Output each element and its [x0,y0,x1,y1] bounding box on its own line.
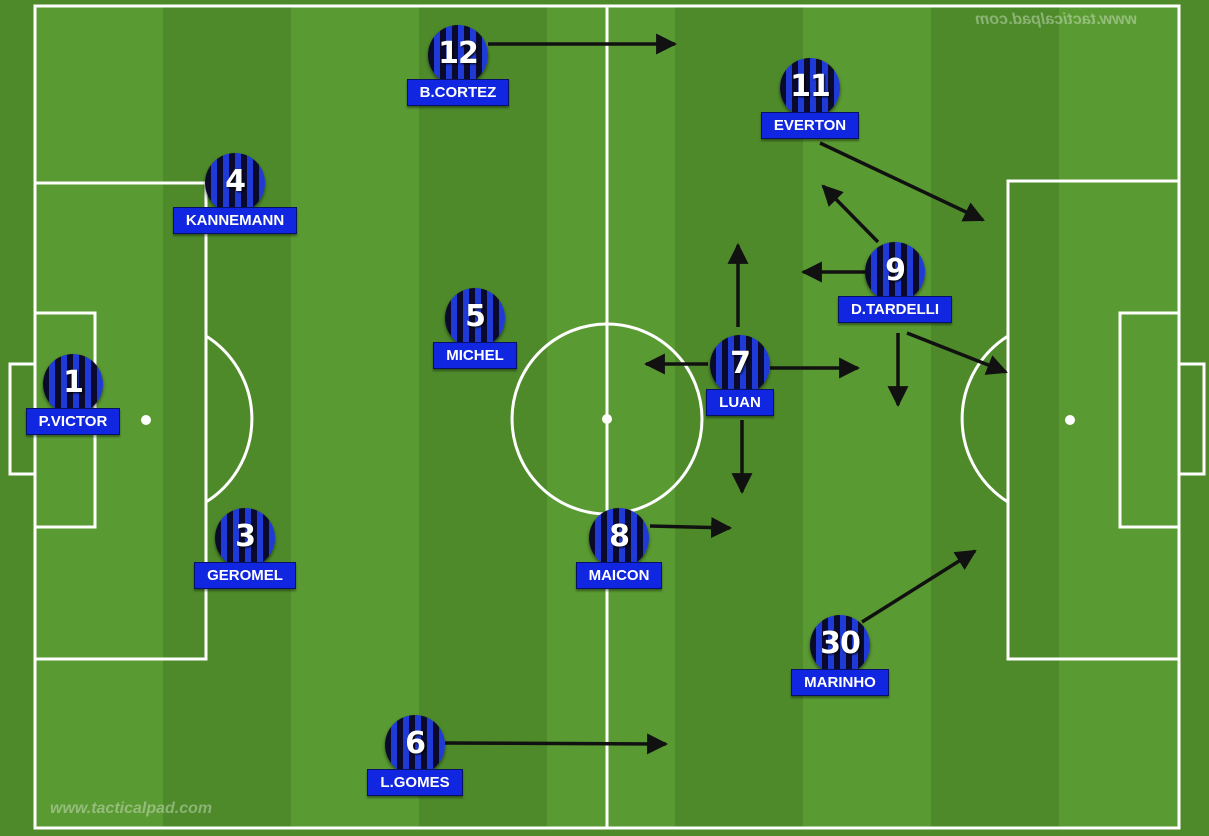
player-name-label: GEROMEL [194,562,296,589]
player-name-label: B.CORTEZ [407,79,510,106]
player-kit-icon: 30 [810,615,870,675]
player-4[interactable]: 4 KANNEMANN [165,153,305,240]
player-number: 30 [810,615,870,673]
player-kit-icon: 11 [780,58,840,118]
player-9[interactable]: 9 D.TARDELLI [825,242,965,329]
player-number: 4 [205,153,265,211]
player-7[interactable]: 7 LUAN [670,335,810,422]
player-name-label: D.TARDELLI [838,296,952,323]
player-number: 1 [43,354,103,412]
player-5[interactable]: 5 MICHEL [405,288,545,375]
player-kit-icon: 4 [205,153,265,213]
player-number: 11 [780,58,840,116]
player-kit-icon: 8 [589,508,649,568]
player-name-label: MAICON [576,562,663,589]
player-1[interactable]: 1 P.VICTOR [3,354,143,441]
player-3[interactable]: 3 GEROMEL [175,508,315,595]
player-name-label: L.GOMES [367,769,462,796]
player-name-label: P.VICTOR [26,408,121,435]
player-name-label: MARINHO [791,669,889,696]
player-number: 8 [589,508,649,566]
player-8[interactable]: 8 MAICON [549,508,689,595]
watermark-bottom: www.tacticalpad.com [50,800,212,818]
player-name-label: LUAN [706,389,774,416]
player-kit-icon: 9 [865,242,925,302]
player-number: 3 [215,508,275,566]
center-spot [602,414,612,424]
player-number: 12 [428,25,488,83]
player-kit-icon: 12 [428,25,488,85]
player-kit-icon: 1 [43,354,103,414]
player-name-label: EVERTON [761,112,859,139]
player-number: 7 [710,335,770,393]
player-30[interactable]: 30 MARINHO [770,615,910,702]
watermark-top: www.tacticalpad.com [975,11,1137,29]
player-number: 6 [385,715,445,773]
player-kit-icon: 6 [385,715,445,775]
player-6[interactable]: 6 L.GOMES [345,715,485,802]
right-penalty-spot [1065,415,1075,425]
player-number: 9 [865,242,925,300]
player-11[interactable]: 11 EVERTON [740,58,880,145]
player-number: 5 [445,288,505,346]
player-kit-icon: 3 [215,508,275,568]
player-kit-icon: 5 [445,288,505,348]
player-name-label: MICHEL [433,342,517,369]
player-name-label: KANNEMANN [173,207,297,234]
player-12[interactable]: 12 B.CORTEZ [388,25,528,112]
player-kit-icon: 7 [710,335,770,395]
